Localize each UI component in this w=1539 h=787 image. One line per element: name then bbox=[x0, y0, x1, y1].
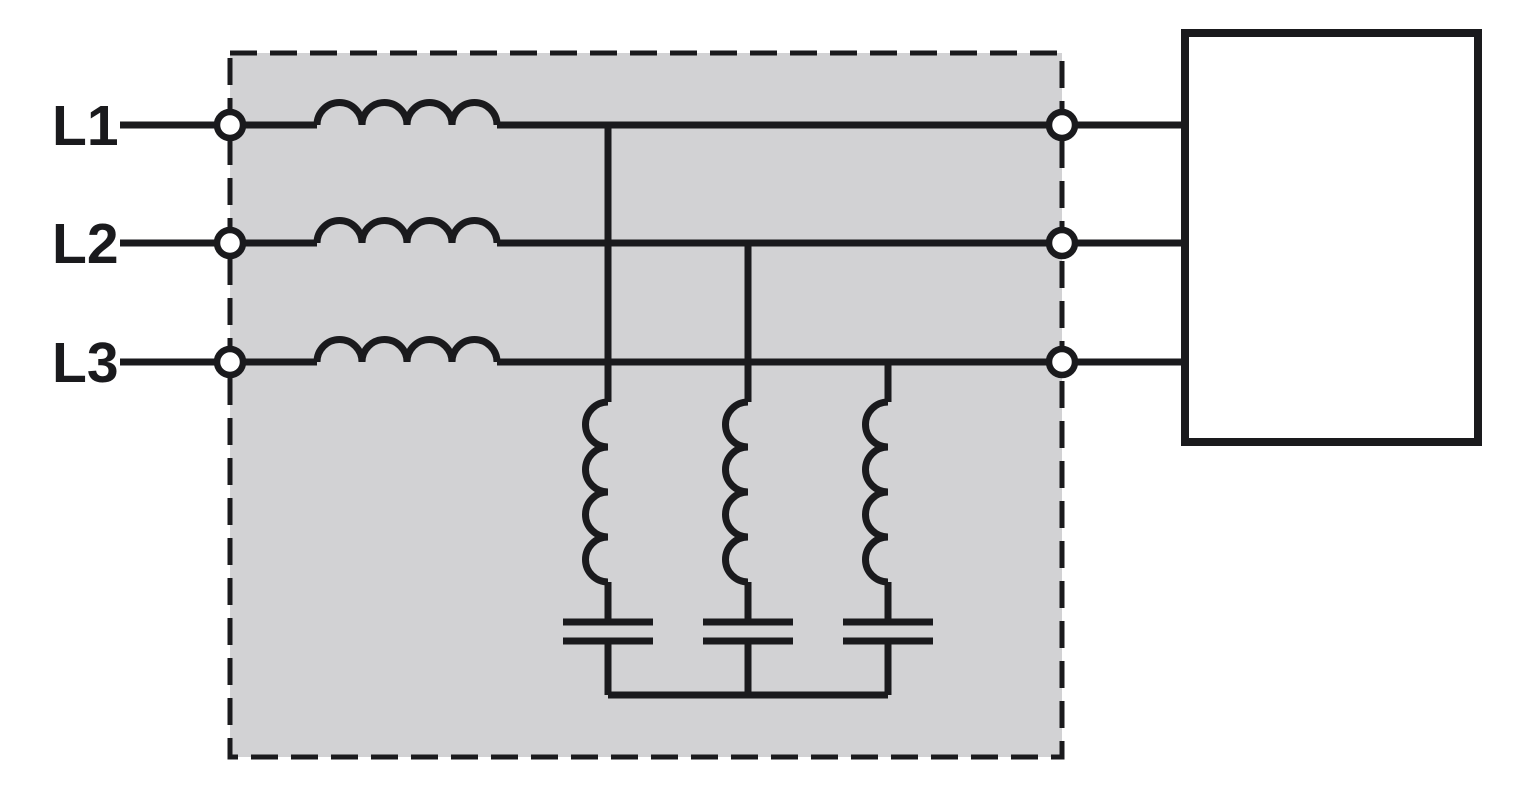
terminal-output-l2 bbox=[1045, 226, 1079, 260]
branch-inductor-2 bbox=[722, 398, 749, 586]
phase-label-l2: L2 bbox=[52, 212, 119, 276]
terminal-input-l3 bbox=[213, 345, 247, 379]
branch-inductor-1 bbox=[582, 398, 609, 586]
branch-inductor-3 bbox=[862, 398, 889, 586]
filter-branch-3 bbox=[843, 362, 933, 695]
line-inductor-l1 bbox=[313, 99, 501, 126]
phase-label-l1: L1 bbox=[52, 94, 119, 158]
terminal-input-l2 bbox=[213, 226, 247, 260]
terminal-input-l1 bbox=[213, 108, 247, 142]
line-inductor-l2 bbox=[313, 217, 501, 244]
filter-enclosure bbox=[227, 50, 1065, 760]
terminal-output-l1 bbox=[1045, 108, 1079, 142]
filter-branch-2 bbox=[703, 243, 793, 695]
terminal-output-l3 bbox=[1045, 345, 1079, 379]
drive-box bbox=[1181, 29, 1482, 446]
phase-label-l3: L3 bbox=[52, 331, 119, 395]
line-inductor-l3 bbox=[313, 336, 501, 363]
filter-branch-1 bbox=[563, 125, 653, 695]
